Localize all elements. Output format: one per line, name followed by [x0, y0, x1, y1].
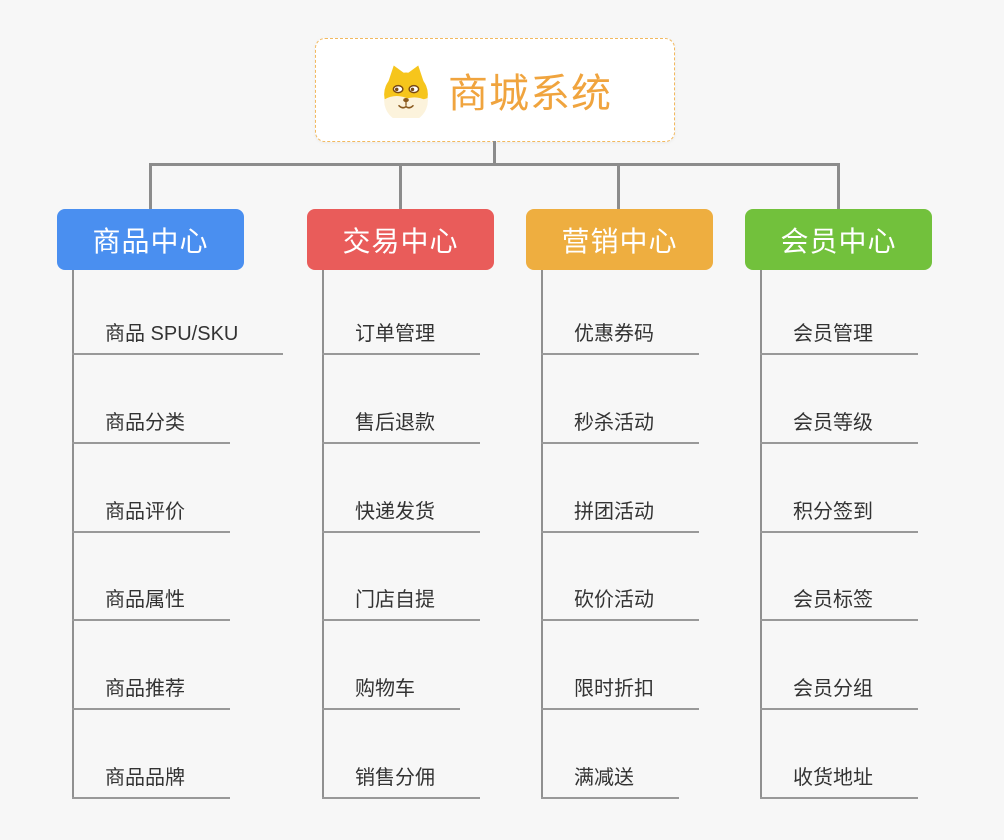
leaf-node[interactable]: 拼团活动 [541, 501, 699, 533]
branch-drop-line [149, 163, 152, 210]
root-title: 商城系统 [448, 72, 612, 116]
leaf-node[interactable]: 快递发货 [322, 501, 480, 533]
leaf-node[interactable]: 优惠券码 [541, 323, 699, 355]
column-trunk-line [72, 270, 74, 799]
leaf-node[interactable]: 会员标签 [760, 589, 918, 621]
branch-node-product-center[interactable]: 商品中心 [57, 209, 244, 270]
leaf-node[interactable]: 商品评价 [72, 501, 230, 533]
column-trunk-line [541, 270, 543, 799]
column-trunk-line [760, 270, 762, 799]
leaf-node[interactable]: 会员管理 [760, 323, 918, 355]
branch-drop-line [399, 163, 402, 210]
leaf-node[interactable]: 砍价活动 [541, 589, 699, 621]
leaf-node[interactable]: 商品推荐 [72, 678, 230, 710]
branch-drop-line [617, 163, 620, 210]
branch-drop-line [837, 163, 840, 210]
branch-node-member-center[interactable]: 会员中心 [745, 209, 932, 270]
leaf-node[interactable]: 限时折扣 [541, 678, 699, 710]
leaf-node[interactable]: 满减送 [541, 767, 679, 799]
leaf-node[interactable]: 商品分类 [72, 412, 230, 444]
leaf-node[interactable]: 会员分组 [760, 678, 918, 710]
shiba-dog-icon [384, 65, 428, 118]
leaf-node[interactable]: 商品 SPU/SKU [72, 323, 284, 355]
leaf-node[interactable]: 商品属性 [72, 589, 230, 621]
branch-horizontal-line [149, 163, 840, 166]
branch-node-marketing-center[interactable]: 营销中心 [526, 209, 713, 270]
column-trunk-line [322, 270, 324, 799]
leaf-node[interactable]: 秒杀活动 [541, 412, 699, 444]
leaf-node[interactable]: 会员等级 [760, 412, 918, 444]
root-stem-line [493, 141, 496, 165]
root-node[interactable]: 商城系统 [315, 38, 675, 142]
leaf-node[interactable]: 售后退款 [322, 412, 480, 444]
leaf-node[interactable]: 商品品牌 [72, 767, 230, 799]
leaf-node[interactable]: 收货地址 [760, 767, 918, 799]
leaf-node[interactable]: 订单管理 [322, 323, 480, 355]
leaf-node[interactable]: 积分签到 [760, 501, 918, 533]
leaf-node[interactable]: 销售分佣 [322, 767, 480, 799]
leaf-node[interactable]: 购物车 [322, 678, 460, 710]
branch-node-trade-center[interactable]: 交易中心 [307, 209, 494, 270]
leaf-node[interactable]: 门店自提 [322, 589, 480, 621]
